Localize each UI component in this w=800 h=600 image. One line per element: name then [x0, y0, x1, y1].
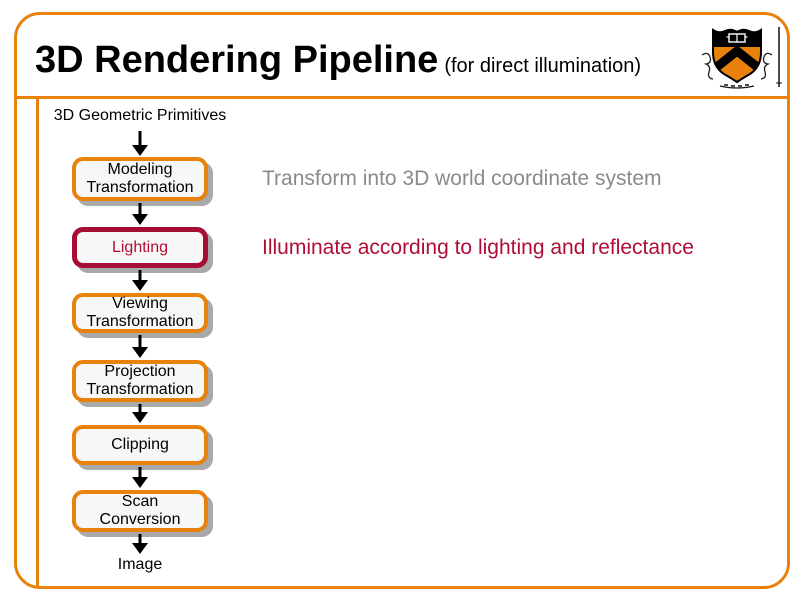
arrow-head	[132, 543, 148, 554]
page-subtitle: (for direct illumination)	[444, 55, 642, 77]
stage-label-line: Transformation	[86, 381, 194, 398]
stage-label-line: Projection	[104, 363, 176, 380]
stage-label-line: Transformation	[86, 179, 194, 196]
arrow-head	[132, 214, 148, 225]
arrow-head	[132, 280, 148, 291]
arrow-stem	[138, 203, 142, 215]
flow-arrow-icon	[132, 467, 148, 488]
annotation-lighting: Illuminate according to lighting and ref…	[262, 236, 694, 259]
flow-arrow-icon	[132, 404, 148, 423]
stage-label-line: Clipping	[111, 436, 169, 453]
page-title: 3D Rendering Pipeline	[35, 39, 439, 81]
stage-label-line: Lighting	[111, 238, 169, 256]
flow-arrow-icon	[132, 335, 148, 358]
header-divider-line	[14, 96, 790, 99]
stage-box-lighting: Lighting	[72, 227, 208, 268]
stage-label-line: Viewing	[112, 295, 168, 312]
stage-label-line: Modeling	[107, 161, 173, 178]
flow-arrow-icon	[132, 270, 148, 291]
slide-header: 3D Rendering Pipeline(for direct illumin…	[35, 39, 687, 82]
arrow-stem	[138, 335, 142, 348]
princeton-shield-icon	[701, 27, 782, 89]
arrow-stem	[138, 131, 142, 146]
arrow-stem	[138, 534, 142, 544]
arrow-head	[132, 145, 148, 156]
arrow-stem	[138, 270, 142, 281]
flow-arrow-icon	[132, 203, 148, 225]
slide-frame: 3D Rendering Pipeline(for direct illumin…	[14, 12, 790, 589]
left-margin-line	[36, 96, 39, 586]
arrow-stem	[138, 467, 142, 478]
arrow-stem	[138, 404, 142, 413]
arrow-head	[132, 477, 148, 488]
annotation-modeling-transformation: Transform into 3D world coordinate syste…	[262, 167, 662, 190]
arrow-head	[132, 412, 148, 423]
flow-arrow-icon	[132, 131, 148, 156]
arrow-head	[132, 347, 148, 358]
stage-label-line: Transformation	[86, 313, 194, 330]
flow-arrow-icon	[132, 534, 148, 554]
pipeline-output-label: Image	[117, 556, 163, 573]
pipeline-input-label: 3D Geometric Primitives	[53, 107, 227, 124]
stage-label-line: Scan	[121, 493, 159, 510]
stage-box-clipping: Clipping	[72, 425, 208, 465]
stage-label-line: Conversion	[99, 511, 181, 528]
